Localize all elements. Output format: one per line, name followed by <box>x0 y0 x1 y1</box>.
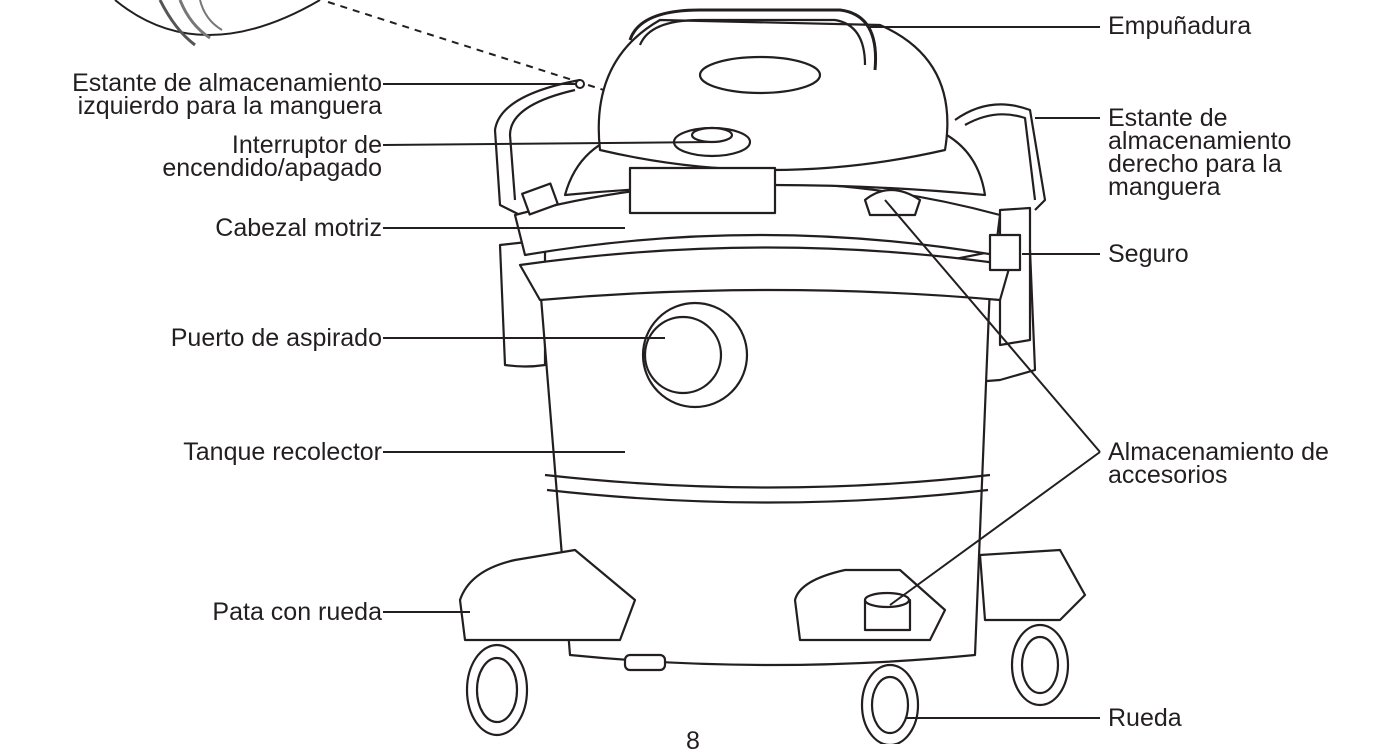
label-estante-derecho-line-4: manguera <box>1108 173 1221 201</box>
label-cabezal-motriz: Cabezal motriz <box>215 214 382 242</box>
label-seguro: Seguro <box>1108 240 1189 268</box>
right-hose-rack <box>954 103 1047 211</box>
label-rueda-text: Rueda <box>1108 704 1182 732</box>
label-puerto-aspirado: Puerto de aspirado <box>170 324 382 352</box>
wheel-back-left <box>623 653 667 672</box>
label-interruptor-line-2: encendido/apagado <box>162 154 382 182</box>
wheel-front-left <box>465 643 529 737</box>
label-interruptor: Interruptor de encendido/apagado <box>162 131 382 182</box>
cover-emblem <box>698 55 822 95</box>
label-estante-derecho: Estante de almacenamiento derecho para l… <box>1108 104 1292 201</box>
label-empunadura: Empuñadura <box>1108 12 1252 40</box>
wheel-front-right <box>860 663 920 744</box>
label-tanque-recolector-text: Tanque recolector <box>183 438 382 466</box>
label-puerto-aspirado-text: Puerto de aspirado <box>170 324 382 352</box>
detail-inset <box>114 0 321 47</box>
label-empunadura-text: Empuñadura <box>1108 12 1252 40</box>
label-cabezal-motriz-text: Cabezal motriz <box>215 214 382 242</box>
left-caster-leg <box>458 548 637 642</box>
label-estante-derecho-line-2: almacenamiento <box>1108 127 1292 155</box>
page-number-text: 8 <box>686 727 700 755</box>
left-latch <box>521 182 559 216</box>
vacuum-port-inner <box>643 315 723 395</box>
tank-rim <box>518 246 1012 302</box>
leader-lines <box>382 26 1101 719</box>
label-pata-con-rueda-text: Pata con rueda <box>212 598 382 626</box>
left-side-bin <box>498 238 547 368</box>
label-pata-con-rueda: Pata con rueda <box>212 598 382 626</box>
leader-interruptor <box>382 141 713 146</box>
label-estante-derecho-line-3: derecho para la <box>1108 150 1282 178</box>
label-plate <box>628 166 777 215</box>
label-rueda: Rueda <box>1108 704 1182 732</box>
back-caster-leg <box>978 548 1087 622</box>
wheel-back-right <box>1010 623 1070 707</box>
label-estante-izquierdo-line-2: izquierdo para la manguera <box>77 92 382 120</box>
label-interruptor-line-1: Interruptor de <box>231 131 382 159</box>
vacuum <box>458 8 1087 744</box>
top-cover <box>597 18 949 172</box>
inset-dashed-leader <box>327 1 611 93</box>
right-latch <box>988 233 1022 272</box>
leader-acc-lower <box>889 451 1101 606</box>
label-almacenamiento-accesorios-line-2: accesorios <box>1108 461 1228 489</box>
handle <box>628 8 878 71</box>
page-number: 8 <box>686 727 700 755</box>
label-almacenamiento-accesorios: Almacenamiento de accesorios <box>1108 438 1329 489</box>
label-estante-izquierdo-line-1: Estante de almacenamiento <box>72 69 382 97</box>
label-almacenamiento-accesorios-line-1: Almacenamiento de <box>1108 438 1329 466</box>
label-estante-izquierdo: Estante de almacenamiento izquierdo para… <box>72 69 382 120</box>
accessory-clip-top <box>863 188 922 217</box>
label-estante-derecho-line-1: Estante de <box>1108 104 1228 132</box>
label-tanque-recolector: Tanque recolector <box>183 438 382 466</box>
leader-acc-upper <box>884 199 1101 453</box>
label-seguro-text: Seguro <box>1108 240 1189 268</box>
